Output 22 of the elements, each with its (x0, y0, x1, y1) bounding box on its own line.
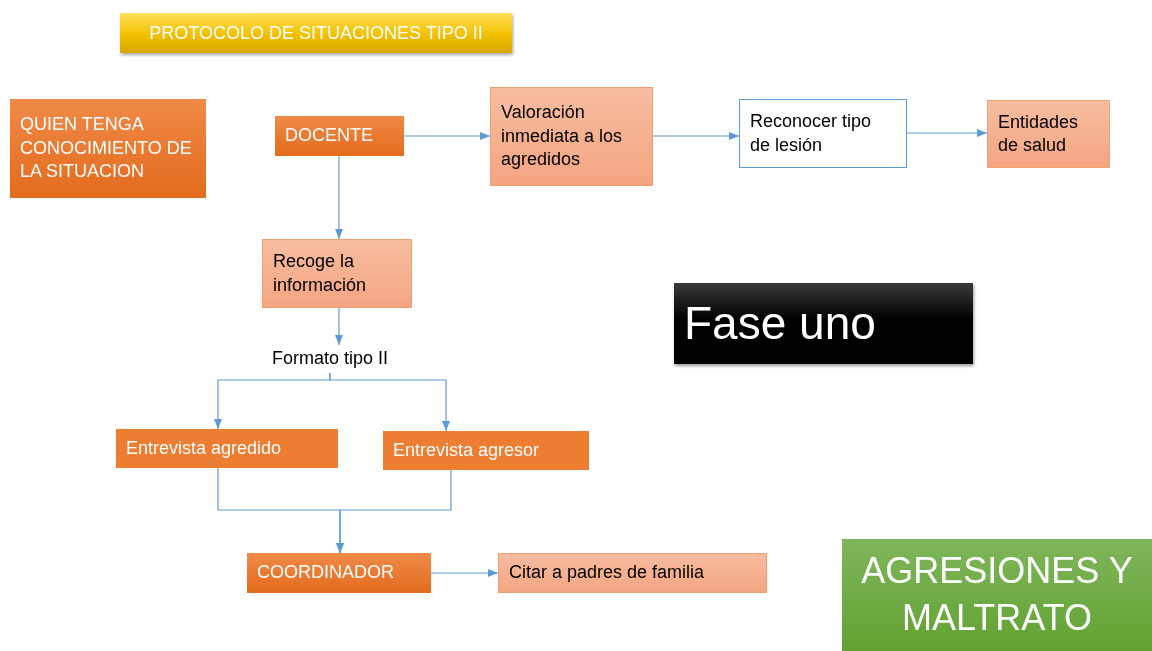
process-box: Entrevista agresor (383, 431, 589, 470)
process-box: DOCENTE (275, 116, 404, 156)
process-box: Entidades de salud (987, 100, 1110, 168)
arrow (335, 155, 343, 240)
process-box: Citar a padres de familia (498, 553, 767, 593)
arrow (336, 469, 452, 554)
arrow (335, 307, 343, 346)
topic-banner: AGRESIONES Y MALTRATO (842, 539, 1152, 651)
arrow (652, 132, 740, 140)
process-box: COORDINADOR (247, 553, 431, 593)
process-box: Entrevista agredido (116, 429, 338, 468)
process-box: Valoración inmediata a los agredidos (490, 87, 653, 186)
process-box: Reconocer tipo de lesión (739, 99, 907, 168)
arrow (329, 372, 450, 432)
process-box: Recoge la información (262, 239, 412, 308)
title-banner: PROTOCOLO DE SITUACIONES TIPO II (120, 13, 512, 53)
process-box: QUIEN TENGA CONOCIMIENTO DE LA SITUACION (10, 99, 206, 198)
arrow (403, 132, 491, 140)
arrow (906, 129, 988, 137)
arrow (430, 569, 499, 577)
phase-banner: Fase uno (674, 283, 973, 364)
flow-text: Formato tipo II (250, 345, 410, 373)
